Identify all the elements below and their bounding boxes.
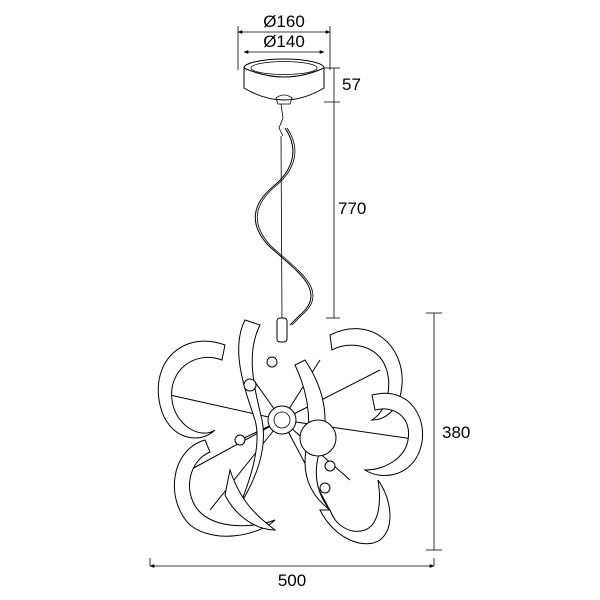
center-hub [267,405,297,435]
drop-length-label: 770 [338,199,366,218]
inner-diameter-label: Ø140 [263,32,305,51]
fixture-width-label: 500 [278,571,306,590]
ribbon-bottom-center [224,468,277,531]
ribbon-right-upper [329,328,403,421]
side-hub [299,419,337,457]
ribbon-left-upper [157,340,226,439]
fixture-width-dimension: 500 [149,558,435,590]
lamp-holder-1 [243,378,257,392]
outer-diameter-label: Ø160 [263,12,305,31]
steel-cable [280,135,283,321]
canopy-height-label: 57 [342,75,361,94]
lamp-holder-2 [324,460,336,472]
ribbon-left-lower [173,439,276,537]
cable-gripper [276,317,288,343]
fixture-height-dimension: 380 [426,312,470,551]
chandelier-body [157,319,424,545]
ribbon-right-lower [363,392,424,476]
canopy [243,58,325,105]
canopy-diameter-dimensions: Ø160 Ø140 [237,12,331,70]
lamp-holder-4 [266,356,278,368]
drop-length-dimension: 770 [326,102,366,319]
fixture-height-label: 380 [442,423,470,442]
power-cord [254,127,312,326]
lamp-holder-3 [234,434,246,446]
lamp-holder-5 [319,482,331,494]
ribbon-center-left [238,319,264,506]
ribbon-bottom-right [319,479,391,545]
suspension [254,103,314,343]
canopy-height-dimension: 57 [324,67,361,103]
